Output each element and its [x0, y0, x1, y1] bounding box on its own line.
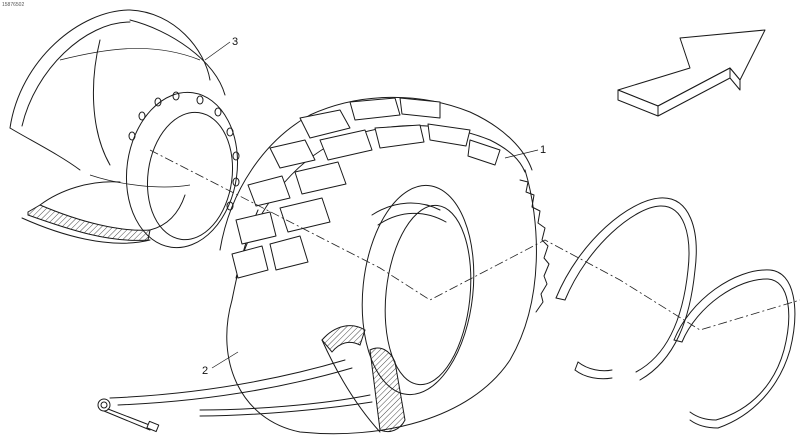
callout-tire: 1	[540, 144, 546, 156]
rim-leader-line	[204, 41, 231, 61]
wheel-rim	[9, 9, 240, 249]
lock-ring	[673, 269, 796, 429]
inner-tube	[97, 359, 373, 433]
direction-arrow-icon	[617, 29, 766, 117]
tire-leader-line	[504, 149, 539, 159]
tire-tread-blocks	[231, 97, 501, 279]
side-ring	[555, 197, 697, 381]
document-id: 15876502	[2, 2, 24, 8]
assembly-axis-line	[149, 149, 800, 331]
rim-bolt-holes	[128, 91, 240, 211]
valve-stem-icon	[97, 398, 160, 433]
tube-leader-line	[211, 351, 239, 369]
callout-rim: 3	[232, 36, 238, 48]
callout-tube: 2	[202, 365, 208, 377]
tire	[219, 96, 550, 435]
